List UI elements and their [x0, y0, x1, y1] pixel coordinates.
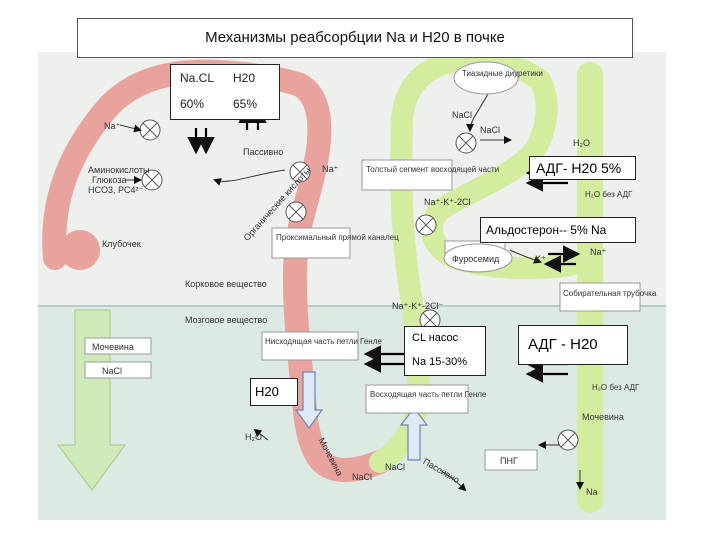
ascending-loop-arrow — [399, 407, 429, 461]
h2o-descending-label: H20 — [255, 384, 279, 399]
cl-pump-label: CL насос — [412, 332, 459, 344]
aminoacids-label: Аминокислоты — [88, 165, 149, 175]
nacl-bottom-label: NaCl — [352, 472, 372, 482]
nak2cl-lower-label: Na⁺-K⁺-2Cl⁻ — [392, 301, 444, 311]
na-plus-right-label: Na⁺ — [590, 247, 607, 257]
descending-loop-label: Нисходящая часть петли Генле — [265, 337, 382, 346]
nacl-top-label: NaCl — [452, 110, 472, 120]
medulla-label: Мозговое вещество — [185, 315, 267, 325]
h2o-label: H20 — [233, 71, 256, 85]
nacl-box-label: NaCl — [102, 366, 122, 376]
cl-pump-box: CL насос Na 15-30% — [404, 326, 486, 376]
nacl-label: Na.CL — [180, 71, 215, 85]
nacl-right-label: NaCl — [480, 125, 500, 135]
h2o-cd-low-label: H₂O без АДГ — [592, 383, 640, 392]
aldosterone-label: Альдостерон-- 5% Na — [486, 223, 607, 237]
adh-top-label: АДГ- H20 5% — [536, 160, 622, 176]
aldosterone-box: Альдостерон-- 5% Na — [480, 217, 636, 243]
nacl-percent: 60% — [180, 97, 205, 111]
descending-loop-arrow — [294, 371, 324, 430]
hco3-label: HCO3, PC4²⁻ — [88, 185, 144, 195]
furosemide-label: Фуросемид — [452, 254, 500, 264]
adh-top-box: АДГ- H20 5% — [529, 156, 636, 180]
thiazide-ellipse — [453, 61, 519, 95]
cortex-label: Корковое вещество — [185, 279, 267, 289]
urea-cd-label: Мочевина — [582, 412, 624, 422]
nacl-bottom2-label: NaCl — [385, 462, 405, 472]
glomerulus-label: Клубочек — [102, 239, 141, 249]
furosemide-ellipse — [443, 243, 513, 273]
na-mid-label: Na⁺ — [322, 164, 339, 174]
h2o-bottom-label: H₂O — [245, 432, 262, 442]
na-bottom-label: Na — [586, 487, 598, 497]
background-label-boxes — [84, 159, 641, 471]
collecting-duct-label: Собирательная трубочка — [563, 289, 657, 298]
proximal-tubule-label: Проксимальный прямой каналец — [276, 233, 399, 242]
transporter-marks — [142, 122, 576, 448]
h2o-cd-top-label: H₂O — [573, 138, 590, 148]
na-left-label: Na⁺ — [104, 121, 121, 131]
thick-ascending-label: Толстый сегмент восходящей части — [366, 165, 499, 174]
adh-medulla-label: АДГ - H20 — [528, 336, 598, 353]
passive-label: Пассивно — [243, 147, 283, 157]
urea-gradient-arrow — [56, 309, 126, 491]
adh-medulla-box: АДГ - H20 — [518, 325, 628, 365]
k-plus-label: K⁺ — [535, 254, 546, 264]
urea-box-label: Мочевина — [92, 342, 134, 352]
proximal-reabsorption-box: Na.CL H20 60% 65% — [170, 64, 280, 120]
png-label: ПНГ — [500, 456, 518, 466]
glomerulus — [60, 230, 100, 270]
thiazide-label: Тиазидные диуретики — [462, 69, 543, 78]
h2o-descending-box: H20 — [250, 378, 298, 406]
red-tubule — [42, 59, 392, 483]
na-percent-label: Na 15-30% — [412, 356, 468, 368]
h2o-cd-adh-label: H₂O без АДГ — [585, 190, 633, 199]
ascending-loop-label: Восходящая часть петли Генле — [370, 390, 487, 399]
nak2cl-label: Na⁺-K⁺-2Cl — [424, 197, 471, 207]
diagram-title: Механизмы реабсорбции Na и H20 в почке — [77, 18, 633, 58]
glucose-label: Глюкоза — [92, 175, 126, 185]
h2o-percent: 65% — [233, 97, 258, 111]
